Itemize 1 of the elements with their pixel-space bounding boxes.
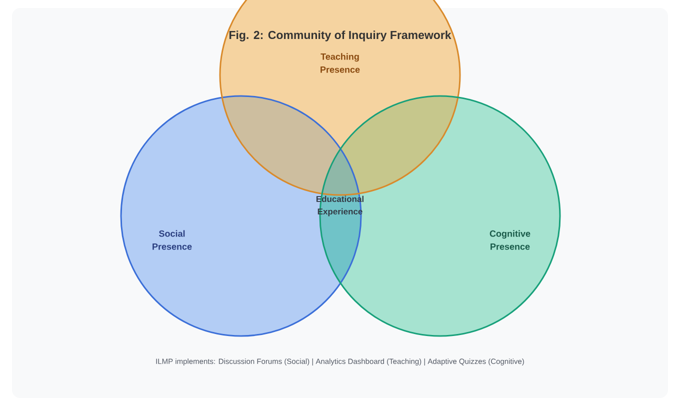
title: Fig. 2: Community of Inquiry Framework (230, 30, 452, 42)
